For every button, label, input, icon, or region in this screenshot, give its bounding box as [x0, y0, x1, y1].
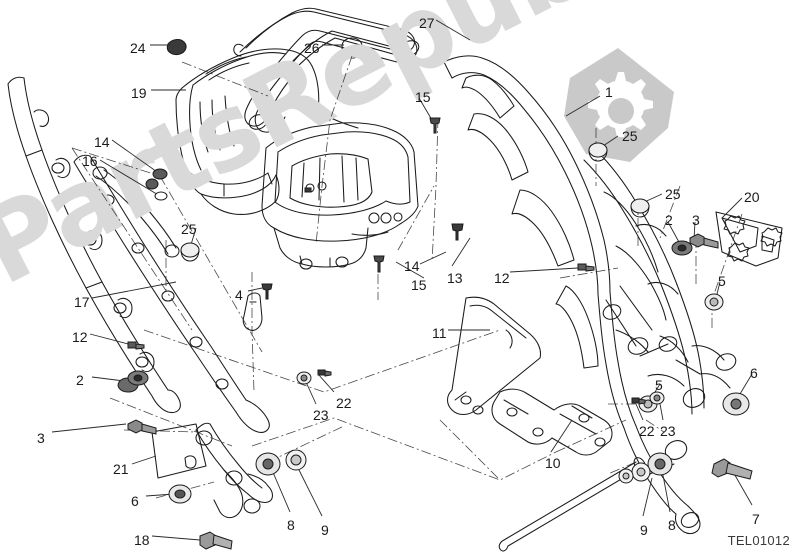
callout-number-15: 15 — [415, 89, 431, 105]
callout-number-19: 19 — [131, 85, 147, 101]
callout-number-11: 11 — [432, 325, 447, 341]
callout-number-10: 10 — [545, 455, 561, 471]
callout-number-25: 25 — [665, 186, 681, 202]
callout-number-18: 18 — [134, 532, 150, 548]
callout-number-22: 22 — [639, 423, 655, 439]
callout-number-9: 9 — [640, 522, 648, 538]
callout-number-2: 2 — [665, 212, 673, 228]
callout-number-20: 20 — [744, 189, 760, 205]
callout-number-13: 13 — [447, 270, 463, 286]
callout-number-6: 6 — [750, 365, 758, 381]
callout-number-14: 14 — [404, 258, 420, 274]
callout-number-3: 3 — [692, 212, 700, 228]
callout-number-23: 23 — [313, 407, 329, 423]
callout-number-25: 25 — [622, 128, 638, 144]
callout-number-9: 9 — [321, 522, 329, 538]
callout-number-6: 6 — [131, 493, 139, 509]
callout-number-27: 27 — [419, 15, 435, 31]
callout-number-23: 23 — [660, 423, 676, 439]
callout-number-12: 12 — [494, 270, 510, 286]
callout-number-21: 21 — [113, 461, 129, 477]
callout-number-8: 8 — [287, 517, 295, 533]
callout-number-15: 15 — [411, 277, 427, 293]
callout-number-25: 25 — [181, 221, 197, 237]
callout-number-22: 22 — [336, 395, 352, 411]
callout-number-14: 14 — [94, 134, 110, 150]
callout-number-17: 17 — [74, 294, 90, 310]
callout-number-24: 24 — [130, 40, 146, 56]
diagram-code: TEL01012 — [727, 533, 790, 548]
callout-number-26: 26 — [304, 40, 320, 56]
callout-number-7: 7 — [752, 511, 760, 527]
callout-number-5: 5 — [718, 273, 726, 289]
callout-number-2: 2 — [76, 372, 84, 388]
callout-number-12: 12 — [72, 329, 88, 345]
callout-number-4: 4 — [235, 287, 243, 303]
callout-number-5: 5 — [655, 377, 663, 393]
callout-number-16: 16 — [82, 153, 98, 169]
callout-number-3: 3 — [37, 430, 45, 446]
callout-number-8: 8 — [668, 517, 676, 533]
callout-number-1: 1 — [605, 84, 613, 100]
